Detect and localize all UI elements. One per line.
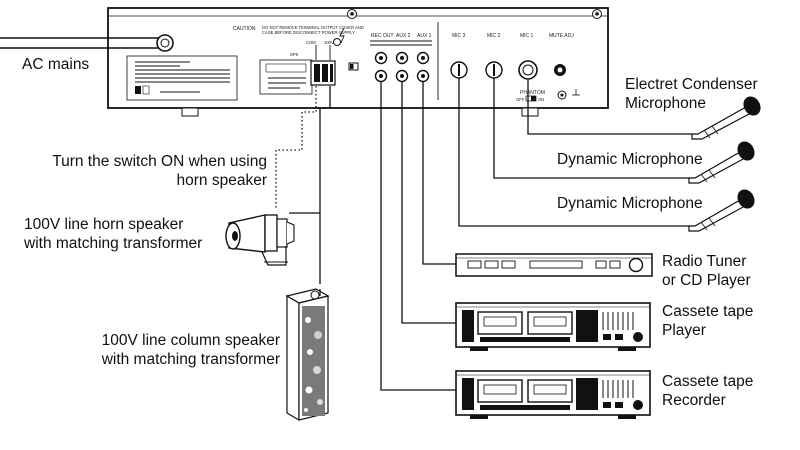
ac-mains-cord bbox=[0, 37, 159, 49]
svg-text:MIC 2: MIC 2 bbox=[487, 33, 501, 39]
electret-microphone bbox=[691, 96, 761, 140]
tape-recorder-label-line2: Recorder bbox=[662, 392, 726, 409]
horn-speaker-label-line1: 100V line horn speaker bbox=[24, 216, 184, 233]
svg-text:COM: COM bbox=[306, 40, 316, 45]
radio-tuner bbox=[455, 253, 653, 277]
rec-out-label: REC OUT bbox=[371, 33, 394, 39]
dynamic-microphone-2 bbox=[688, 189, 755, 232]
switch-note-line1: Turn the switch ON when using bbox=[52, 153, 267, 170]
aux2-label: AUX 2 bbox=[396, 33, 411, 39]
cassette-tape-recorder bbox=[455, 370, 651, 419]
phantom-label: PHANTOM bbox=[520, 90, 545, 96]
electret-mic-label-line1: Electret Condenser bbox=[625, 76, 758, 93]
svg-text:CASE BEFORE DISCONNECT POWER S: CASE BEFORE DISCONNECT POWER SUPPLY bbox=[262, 30, 355, 35]
aux1-label: AUX 1 bbox=[417, 33, 432, 39]
column-speaker-label-line2: with matching transformer bbox=[101, 351, 280, 368]
dynamic-mic-1-label: Dynamic Microphone bbox=[557, 151, 703, 168]
svg-text:SPK: SPK bbox=[290, 52, 299, 57]
dynamic-mic-2-label: Dynamic Microphone bbox=[557, 195, 703, 212]
ac-mains-label: AC mains bbox=[22, 56, 90, 73]
tuner-wire bbox=[422, 82, 456, 265]
speaker-terminal: COM 100V SPK bbox=[290, 40, 336, 86]
mic3-wire bbox=[458, 78, 689, 227]
phantom-on: ON bbox=[538, 97, 544, 102]
svg-text:✱: ✱ bbox=[594, 11, 599, 18]
amplifier-rear-panel: ✱ ✱ CAUTION DO NOT REMOVE TERMINAL OUTPU… bbox=[107, 7, 609, 117]
column-speaker bbox=[285, 288, 330, 422]
rating-plate bbox=[126, 55, 238, 101]
mic1-wire bbox=[527, 80, 692, 135]
phantom-off: OFF bbox=[516, 97, 525, 102]
column-speaker-wire bbox=[319, 86, 331, 284]
recorder-wire bbox=[380, 82, 456, 391]
column-speaker-label-line1: 100V line column speaker bbox=[101, 332, 280, 349]
mute-adj-label: MUTE ADJ bbox=[549, 33, 574, 39]
svg-text:✱: ✱ bbox=[349, 11, 354, 18]
mic2-wire bbox=[493, 78, 689, 179]
tape-player-label-line2: Player bbox=[662, 322, 706, 339]
svg-text:MIC 3: MIC 3 bbox=[452, 33, 466, 39]
caution-label: CAUTION bbox=[233, 26, 256, 32]
svg-text:100V: 100V bbox=[324, 40, 334, 45]
switch-note-line2: horn speaker bbox=[176, 172, 267, 189]
player-wire bbox=[401, 82, 456, 324]
tape-recorder-label-line1: Cassete tape bbox=[662, 373, 754, 390]
horn-speaker bbox=[225, 214, 295, 266]
radio-tuner-label-line1: Radio Tuner bbox=[662, 253, 747, 270]
mic-inputs: MIC 3 MIC 2 MIC 1 bbox=[450, 33, 538, 80]
svg-text:✱: ✱ bbox=[560, 93, 565, 99]
dynamic-microphone-1 bbox=[688, 141, 755, 184]
horn-speaker-label-line2: with matching transformer bbox=[24, 235, 203, 252]
radio-tuner-label-line2: or CD Player bbox=[662, 272, 751, 289]
cassette-tape-player bbox=[455, 302, 651, 351]
svg-text:MIC 1: MIC 1 bbox=[520, 33, 534, 39]
svg-text:DO NOT REMOVE TERMINAL OUTPUT: DO NOT REMOVE TERMINAL OUTPUT COVER AND bbox=[262, 25, 364, 30]
tape-player-label-line1: Cassete tape bbox=[662, 303, 754, 320]
electret-mic-label-line2: Microphone bbox=[625, 95, 706, 112]
rca-jacks bbox=[374, 51, 430, 83]
